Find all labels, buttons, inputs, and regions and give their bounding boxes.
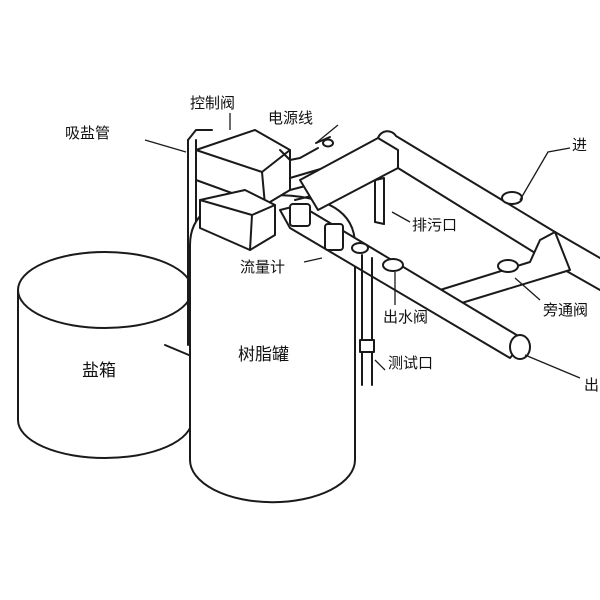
brine-tank bbox=[17, 251, 193, 459]
outlet-pipe bbox=[279, 203, 531, 360]
label-salt-pipe: 吸盐管 bbox=[65, 124, 110, 142]
label-resin-tank: 树脂罐 bbox=[238, 345, 289, 365]
label-outlet-valve: 出水阀 bbox=[383, 308, 428, 326]
label-control-valve: 控制阀 bbox=[190, 94, 235, 112]
label-power-cord: 电源线 bbox=[268, 109, 313, 127]
inlet-pipe bbox=[299, 130, 600, 291]
leader-lines bbox=[144, 113, 581, 379]
bypass-connection bbox=[439, 231, 571, 306]
label-outlet: 出 bbox=[584, 376, 599, 394]
label-flow-meter: 流量计 bbox=[240, 258, 285, 276]
label-inlet: 进 bbox=[572, 136, 587, 154]
label-bypass-valve: 旁通阀 bbox=[543, 301, 588, 319]
label-test-port: 测试口 bbox=[388, 354, 433, 372]
test-port bbox=[359, 254, 375, 386]
power-cord bbox=[279, 136, 334, 161]
label-drain-port: 排污口 bbox=[412, 216, 457, 234]
label-brine-tank: 盐箱 bbox=[82, 361, 116, 381]
control-valve bbox=[195, 129, 291, 251]
